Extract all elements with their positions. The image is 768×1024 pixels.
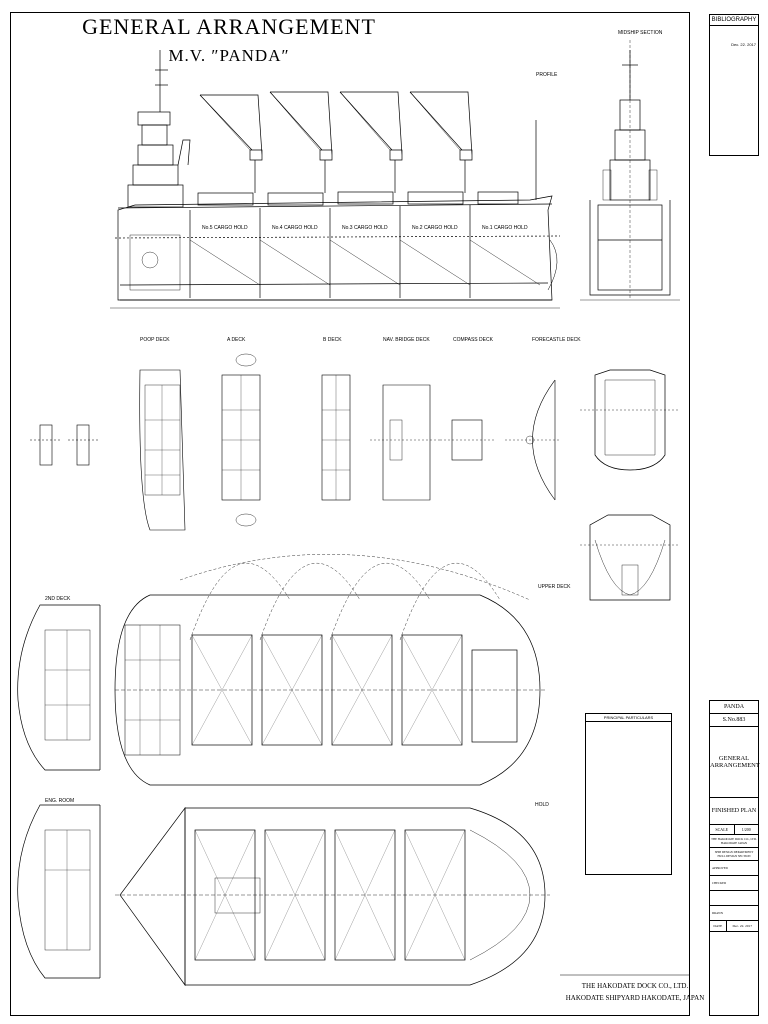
scale-label: SCALE (710, 825, 735, 834)
hold-plan (115, 806, 550, 987)
company-cell: THE HAKODATE DOCK CO., LTD. HAKODATE JAP… (710, 835, 758, 848)
title-block: PANDA S.No.883 GENERAL ARRANGEMENT FINIS… (709, 700, 760, 1016)
principal-particulars-table: PRINCIPAL PARTICULARS (585, 713, 672, 875)
particulars-heading: PRINCIPAL PARTICULARS (586, 714, 671, 722)
scale-row: SCALE 1/200 (710, 825, 758, 835)
plan-status: FINISHED PLAN (710, 798, 758, 825)
label-poop-deck: POOP DECK (140, 337, 170, 343)
bibliography-heading: BIBLIOGRAPHY (710, 15, 758, 26)
department-line-1: SHIP DESIGN DEPARTMENT (714, 850, 754, 854)
date-label: DATE (710, 921, 727, 931)
label-b-deck: B DECK (323, 337, 342, 343)
drawn-row: DRAWN (710, 906, 758, 921)
label-midship: MIDSHIP SECTION (618, 30, 663, 36)
drawing-title-1: GENERAL (718, 755, 750, 762)
drawing-frame (10, 12, 690, 1016)
label-hold-4: No.4 CARGO HOLD (272, 225, 318, 231)
builder-line-1: THE HAKODATE DOCK CO., LTD. (581, 982, 689, 990)
approved-row: APPROVED (710, 861, 758, 876)
label-hold-3: No.3 CARGO HOLD (342, 225, 388, 231)
label-hold-1: No.1 CARGO HOLD (482, 225, 528, 231)
company-line-1: THE HAKODATE DOCK CO., LTD. (711, 837, 757, 841)
label-hold-5: No.5 CARGO HOLD (202, 225, 248, 231)
builder-credit: THE HAKODATE DOCK CO., LTD. HAKODATE SHI… (560, 980, 710, 1004)
bibliography-box: BIBLIOGRAPHY Dec. 22. 2017 (709, 14, 759, 156)
label-second-deck: 2ND DECK (45, 596, 71, 602)
label-nav-bridge: NAV. BRIDGE DECK (383, 337, 430, 343)
label-upper-deck: UPPER DECK (538, 584, 571, 590)
department-line-2: HULL DESIGN SECTION (717, 854, 751, 858)
checked-row-2 (710, 891, 758, 906)
drawing-title-cell: GENERAL ARRANGEMENT (710, 727, 760, 798)
hold-sections (580, 369, 680, 601)
ship-name: PANDA (710, 701, 758, 714)
date-row: DATE Dec. 22. 2017 (710, 921, 758, 932)
checked-row: CHECKED (710, 876, 758, 891)
drawing-title-2: ARRANGEMENT (710, 762, 760, 769)
label-a-deck: A DECK (227, 337, 246, 343)
bibliography-date: Dec. 22. 2017 (731, 42, 756, 47)
scale-value: 1/200 (741, 827, 751, 832)
ship-number: S.No.883 (710, 714, 758, 727)
date-value: Dec. 22. 2017 (732, 924, 753, 928)
company-line-2: HAKODATE JAPAN (720, 841, 748, 845)
label-compass-deck: COMPASS DECK (453, 337, 493, 343)
midship-section-top (580, 40, 680, 301)
label-hold-plan: HOLD (535, 802, 549, 808)
builder-line-2: HAKODATE SHIPYARD HAKODATE, JAPAN (565, 994, 705, 1002)
profile-view (110, 50, 561, 309)
ship-title: M.V. ″PANDA″ (168, 46, 290, 65)
upper-deck-plan (114, 554, 545, 786)
label-profile: PROFILE (536, 72, 558, 78)
label-forecastle-deck: FORECASTLE DECK (532, 337, 581, 343)
drawing-title: GENERAL ARRANGEMENT (82, 14, 376, 39)
label-engine-room: ENG. ROOM (45, 798, 75, 804)
label-hold-2: No.2 CARGO HOLD (412, 225, 458, 231)
deck-plans-row (30, 353, 560, 531)
department-cell: SHIP DESIGN DEPARTMENT HULL DESIGN SECTI… (710, 848, 758, 861)
left-small-plans (17, 604, 101, 979)
